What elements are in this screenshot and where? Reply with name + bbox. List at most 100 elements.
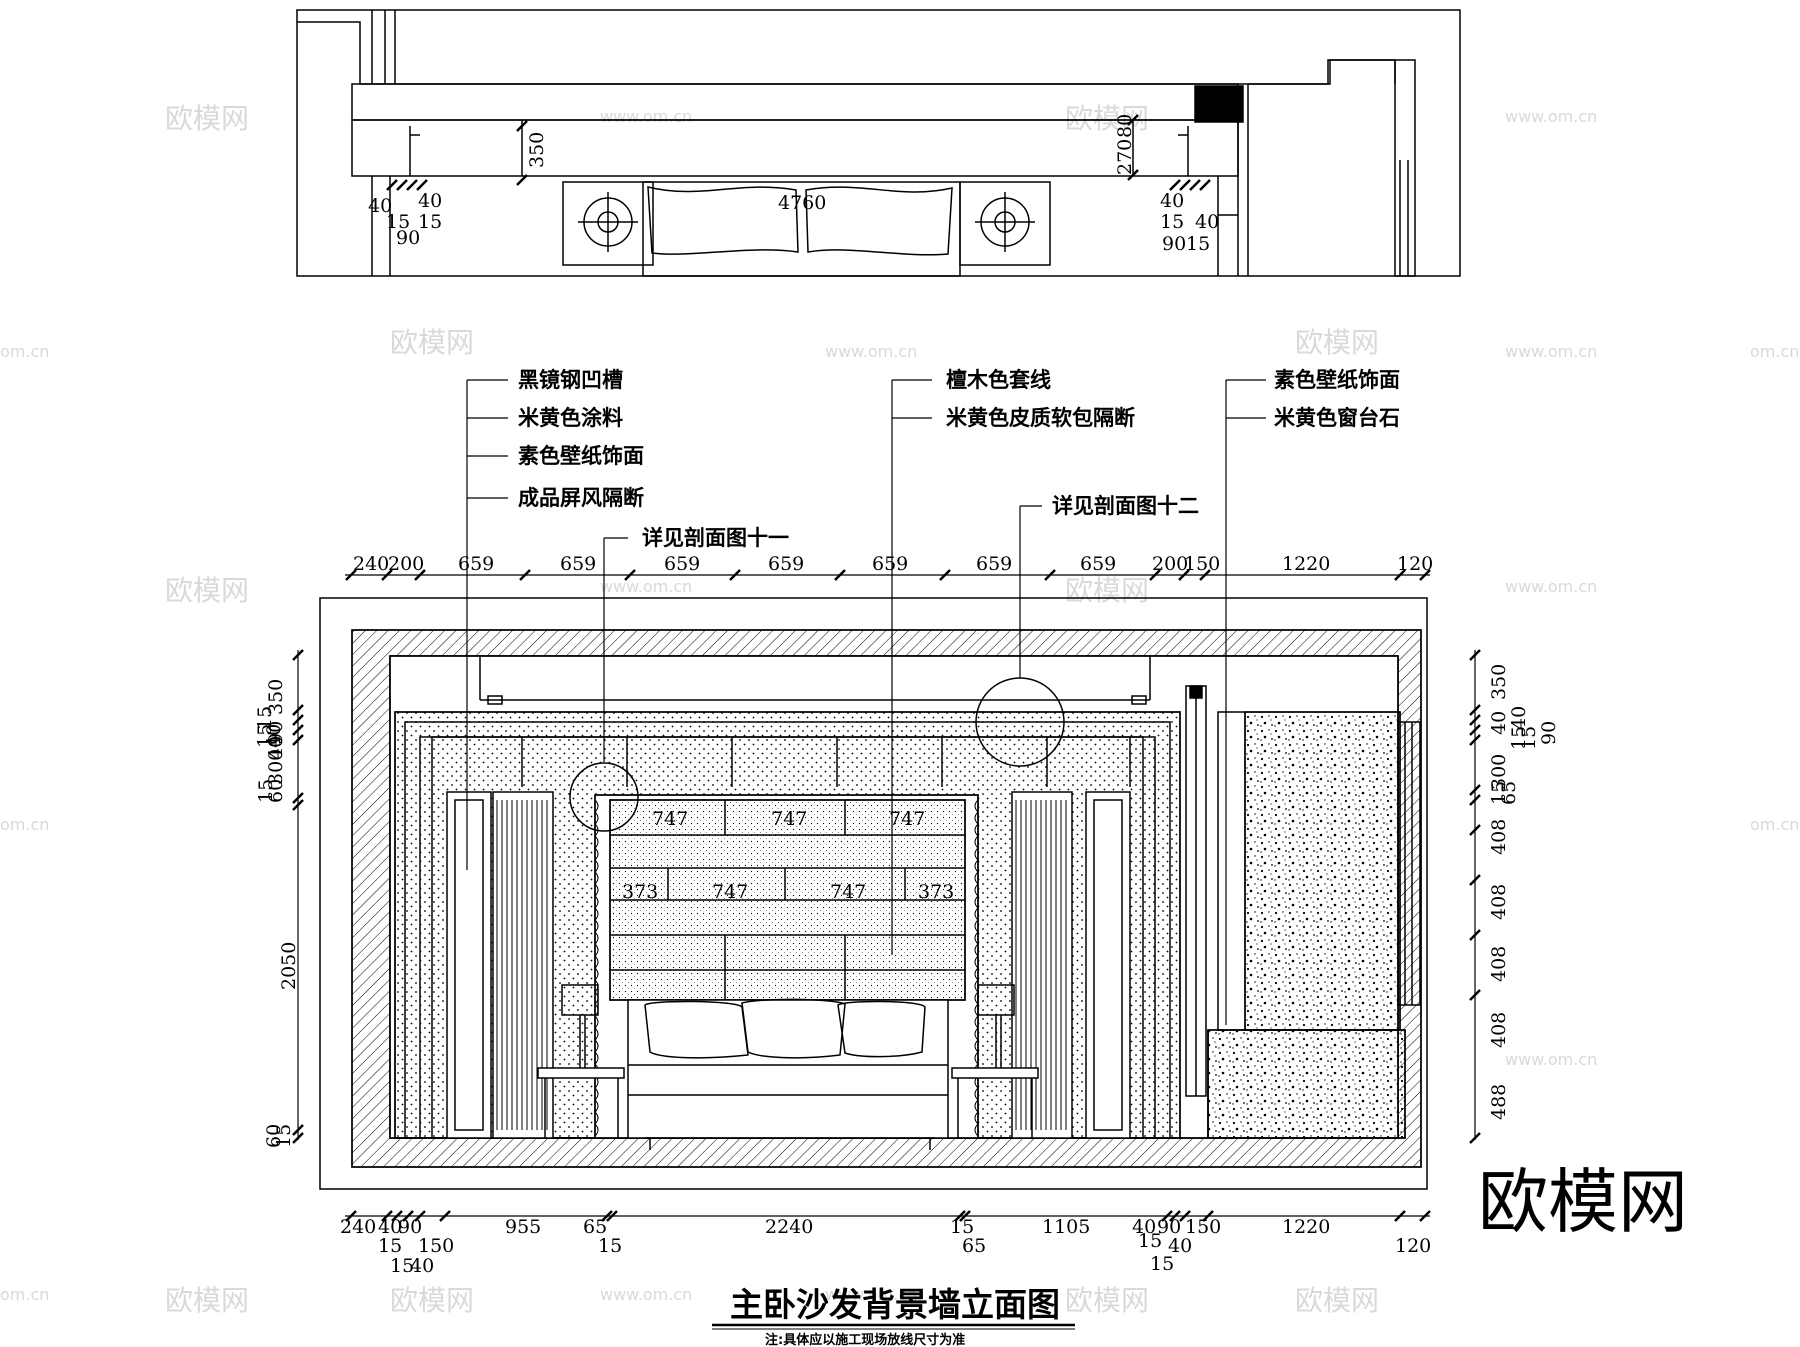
callout-leaders — [467, 380, 1266, 1025]
callout-center-label: 米黄色皮质软包隔断 — [946, 406, 1135, 430]
top-dimension: 659 — [560, 553, 596, 575]
plan-dimension-left: 40 — [418, 190, 442, 212]
bottom-dimension-row3: 15 — [390, 1255, 414, 1277]
dimension-tick — [517, 175, 527, 185]
dimension-tick — [955, 1211, 965, 1221]
panel-dimension: 747 — [652, 808, 688, 830]
right-dimension: 40 — [1508, 706, 1530, 730]
dimension-tick — [440, 1211, 450, 1221]
panel-dimension: 747 — [771, 808, 807, 830]
plan-dimension-right: 40 — [1160, 190, 1184, 212]
plan-dimension-270: 270 — [1114, 139, 1136, 175]
dimension-tick — [1203, 1211, 1213, 1221]
dimension-tick — [417, 180, 427, 190]
bottom-dimension-row3: 40 — [410, 1255, 434, 1277]
right-dimension: 90 — [1538, 721, 1560, 745]
plan-dimension-left: 15 — [418, 211, 442, 233]
plan-dimension-left: 15 — [386, 211, 410, 233]
top-dimension: 200 — [1152, 553, 1188, 575]
drawing-note: 注:具体应以施工现场放线尺寸为准 — [765, 1332, 965, 1347]
top-dimension: 1220 — [1282, 553, 1330, 575]
watermark-url: om.cn — [1750, 342, 1799, 361]
dimension-tick — [607, 1211, 617, 1221]
watermark-url: www.om.cn — [825, 1285, 917, 1304]
bottom-dimension-row2: 40 — [1168, 1235, 1192, 1257]
watermark-url: www.om.cn — [825, 342, 917, 361]
bottom-dimension: 955 — [505, 1216, 541, 1238]
bottom-dimension: 40 — [378, 1216, 402, 1238]
top-dimension: 200 — [388, 553, 424, 575]
dimension-tick — [1128, 115, 1138, 125]
dimension-tick — [1470, 990, 1480, 1000]
bottom-dimension: 240 — [340, 1216, 376, 1238]
section-12-label: 详见剖面图十二 — [1052, 494, 1199, 518]
dimension-tick — [1470, 735, 1480, 745]
right-dimension: 65 — [1498, 781, 1520, 805]
bottom-dimension-row2: 15 — [378, 1235, 402, 1257]
left-dimension: 40 — [265, 736, 287, 760]
dimension-tick — [1170, 180, 1180, 190]
dimension-tick — [293, 1133, 303, 1143]
plan-dimension-left: 90 — [396, 227, 420, 249]
dimension-tick — [415, 1211, 425, 1221]
top-dimension: 659 — [976, 553, 1012, 575]
dimension-tick — [1045, 570, 1055, 580]
dimension-tick — [625, 570, 635, 580]
bottom-dimension-row2: 65 — [962, 1235, 986, 1257]
top-dimension: 120 — [1397, 553, 1433, 575]
top-dimension: 659 — [872, 553, 908, 575]
panel-dimension: 747 — [889, 808, 925, 830]
watermark-logo: 欧模网 — [1065, 574, 1149, 607]
dimension-tick — [346, 1211, 356, 1221]
watermark-logo: 欧模网 — [1295, 326, 1379, 359]
top-dimension: 240 — [353, 553, 389, 575]
bottom-dimension-row2: 120 — [1395, 1235, 1431, 1257]
dimension-tick — [1128, 170, 1138, 180]
dimension-tick — [387, 180, 397, 190]
plan-dimension-right: 15 — [1160, 211, 1184, 233]
dimension-tick — [293, 735, 303, 745]
right-dimension: 15 — [1508, 726, 1530, 750]
dimension-tick — [293, 650, 303, 660]
panel-dimension: 373 — [918, 881, 954, 903]
left-dimension: 300 — [265, 749, 287, 785]
bottom-dimension-row2: 15 — [1138, 1230, 1162, 1252]
watermark-url: www.om.cn — [600, 577, 692, 596]
bottom-dimension: 1220 — [1282, 1216, 1330, 1238]
dimension-tick — [730, 570, 740, 580]
watermark-logo: 欧模网 — [165, 102, 249, 135]
bottom-dimension-row2: 15 — [598, 1235, 622, 1257]
right-dimension: 40 — [1488, 711, 1510, 735]
dimension-tick — [293, 705, 303, 715]
dimension-tick — [1179, 570, 1189, 580]
right-dimension: 15 — [1488, 781, 1510, 805]
bottom-dimension: 150 — [1185, 1216, 1221, 1238]
plan-dimension-left: 40 — [368, 195, 392, 217]
dimension-tick — [1470, 785, 1480, 795]
top-dimension: 659 — [458, 553, 494, 575]
dimension-tick — [1470, 825, 1480, 835]
left-dimension: 15 — [273, 1124, 295, 1148]
dimension-tick — [1420, 1211, 1430, 1221]
watermark-url: www.om.cn — [1505, 1050, 1597, 1069]
bottom-dimension: 40 — [1132, 1216, 1156, 1238]
dimension-tick — [960, 1211, 970, 1221]
dimension-tick — [602, 1211, 612, 1221]
dimension-tick — [1170, 1211, 1180, 1221]
watermark-logo: 欧模网 — [390, 1284, 474, 1317]
drawing-title: 主卧沙发背景墙立面图 — [730, 1285, 1060, 1324]
bottom-dimension: 90 — [398, 1216, 422, 1238]
watermark-url: om.cn — [0, 1285, 49, 1304]
dimension-tick — [407, 180, 417, 190]
right-dimension: 408 — [1488, 819, 1510, 855]
dimension-tick — [1200, 570, 1210, 580]
dimension-tick — [1180, 1211, 1190, 1221]
bottom-dimension: 1105 — [1042, 1216, 1090, 1238]
watermark-url: www.om.cn — [1505, 342, 1597, 361]
dimension-tick — [1162, 1211, 1172, 1221]
bottom-dimension: 2240 — [765, 1216, 813, 1238]
left-dimension: 350 — [265, 679, 287, 715]
